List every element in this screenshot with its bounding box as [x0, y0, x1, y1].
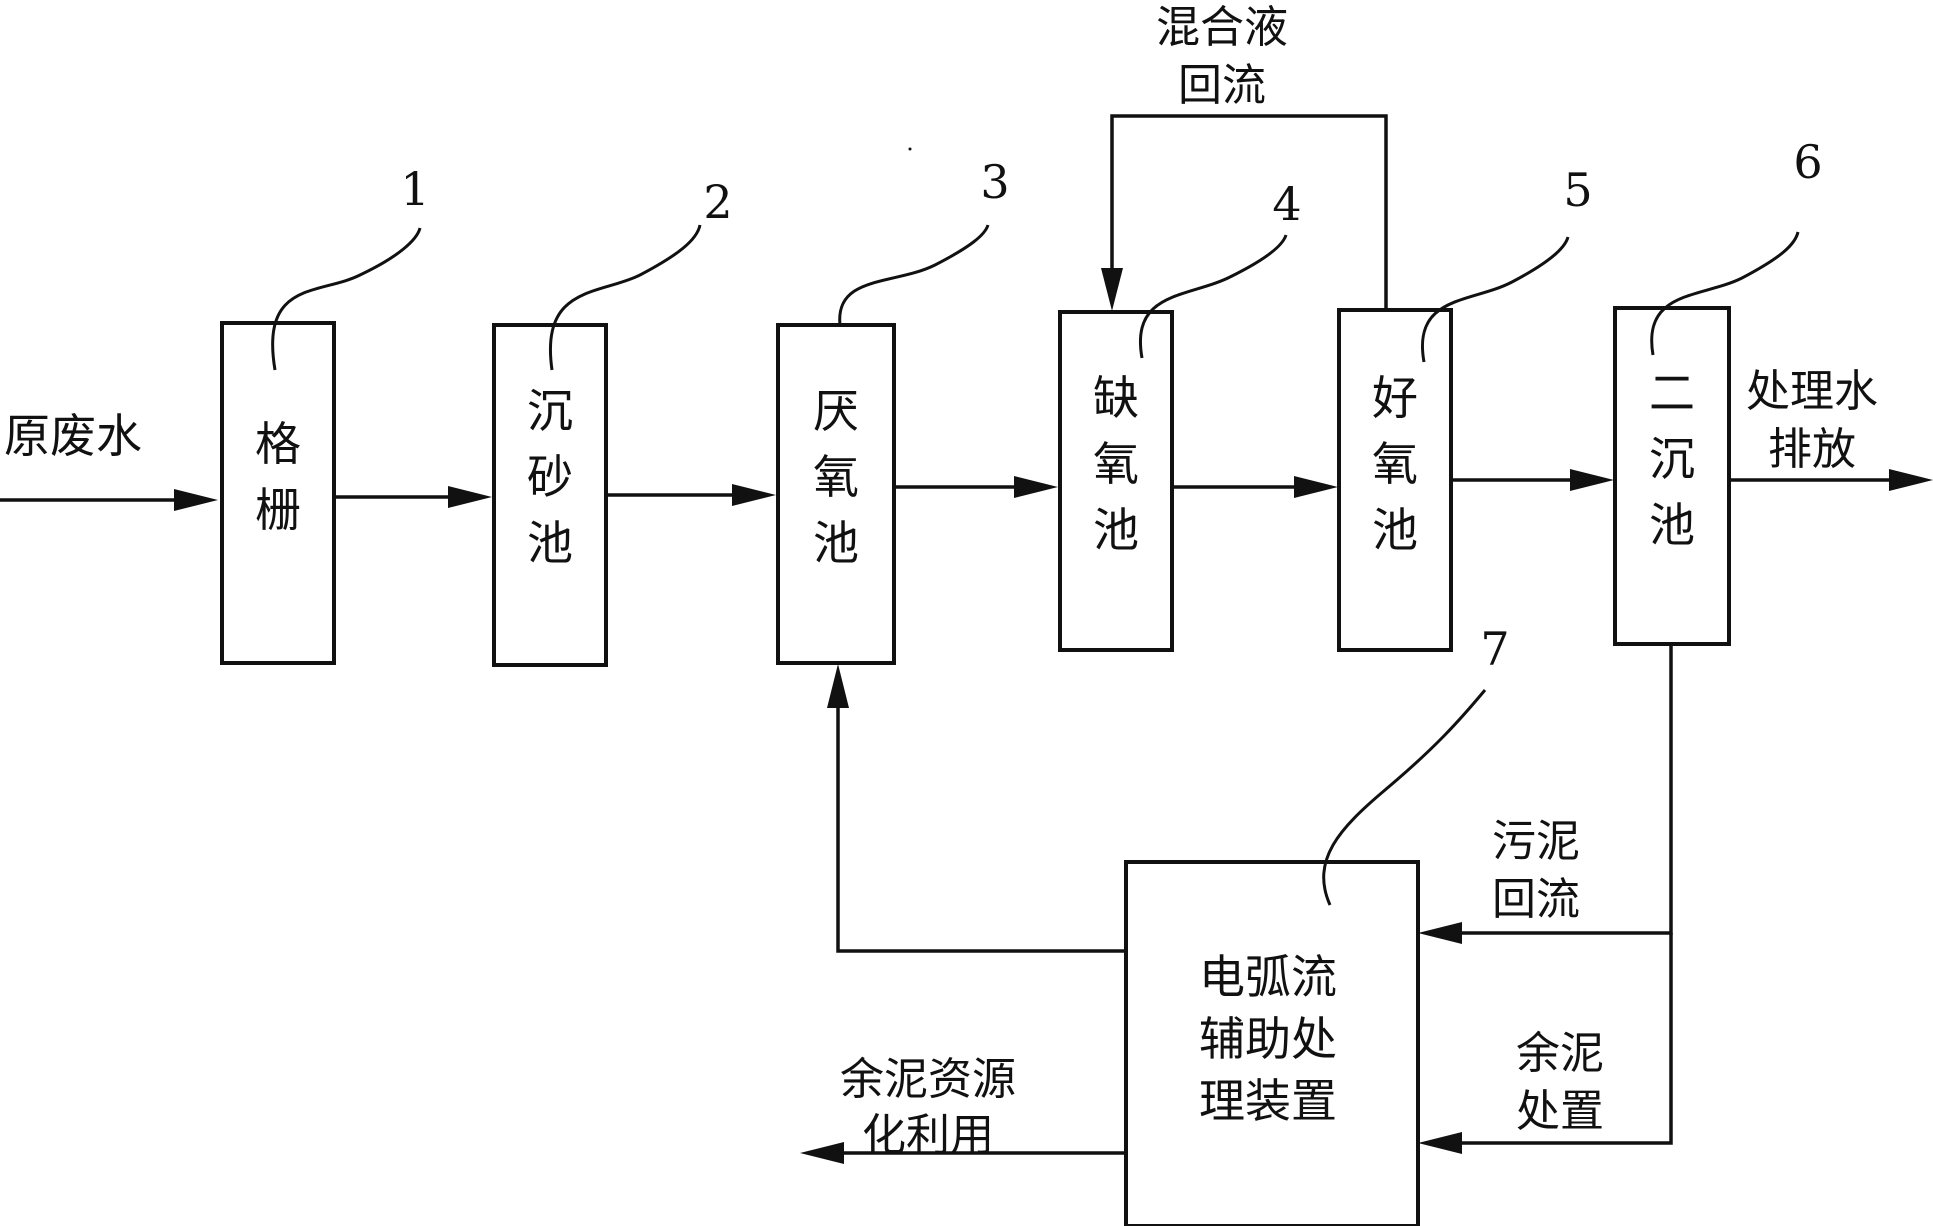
unit-grit-chamber: 沉砂池: [492, 323, 608, 667]
sludge-return-label-line1: 污泥: [1492, 816, 1580, 867]
stray-dot: [908, 147, 912, 151]
callout-number-7: 7: [1480, 622, 1509, 676]
unit-label-char: 砂: [527, 450, 573, 504]
treated-water-label-line1: 处理水: [1746, 366, 1878, 417]
sludge-reuse-label-line1: 余泥资源: [840, 1054, 1016, 1105]
arrowhead-treated-sludge-return: [827, 664, 849, 708]
unit-label-char: 好: [1372, 371, 1418, 425]
leader-5: [1420, 236, 1570, 363]
callout-number-3: 3: [980, 155, 1009, 209]
anaerobic-tank-label: 厌氧池: [813, 384, 859, 570]
treated-sludge-return-line: [836, 696, 1126, 953]
callout-number-2: 2: [703, 175, 732, 229]
unit-label-char: 池: [527, 516, 573, 570]
excess-sludge-label-line2: 处置: [1516, 1086, 1604, 1137]
excess-sludge-label-line1: 余泥: [1516, 1028, 1604, 1079]
arc-flow-device-label-row: 辅助处: [1199, 1012, 1337, 1066]
callout-number-1: 1: [400, 162, 429, 216]
sludge-reuse-label-line2: 化利用: [862, 1110, 994, 1161]
unit-label-char: 沉: [1649, 432, 1695, 486]
sludge-lines: [800, 644, 1673, 1164]
callout-numbers: 1 2 3 4 5 6 7: [400, 135, 1822, 676]
leader-6: [1650, 231, 1800, 356]
unit-arc-flow-device: 电弧流辅助处理装置: [1124, 860, 1420, 1226]
leader-4: [1138, 234, 1288, 359]
unit-label-char: 厌: [813, 384, 859, 438]
arrowhead-sludge-return: [1418, 922, 1462, 944]
grille-label: 格栅: [255, 417, 301, 537]
arrowhead-treated-water-out: [1889, 469, 1933, 491]
unit-secondary-clarifier: 二沉池: [1613, 306, 1731, 646]
leader-7: [1322, 689, 1487, 906]
unit-label-char: 氧: [1093, 437, 1139, 491]
leader-2: [548, 224, 702, 371]
unit-label-char: 缺: [1093, 371, 1139, 425]
callout-number-4: 4: [1272, 177, 1301, 231]
main-flow-arrows: [0, 469, 1933, 511]
unit-label-char: 池: [813, 516, 859, 570]
unit-grille: 格栅: [220, 321, 336, 665]
arc-flow-device-label-row: 电弧流: [1199, 950, 1337, 1004]
unit-label-char: 二: [1649, 366, 1695, 420]
arrowhead-mixed-liquor-return: [1101, 268, 1123, 311]
anoxic-tank-label: 缺氧池: [1093, 371, 1139, 557]
arrowhead-grit-to-anaerobic: [732, 484, 776, 506]
anoxic-tank-box: [1058, 310, 1174, 652]
unit-label-char: 沉: [527, 384, 573, 438]
arrowhead-anoxic-to-aerobic: [1294, 476, 1338, 498]
unit-label-char: 氧: [1372, 437, 1418, 491]
unit-label-char: 氧: [813, 450, 859, 504]
unit-anaerobic-tank: 厌氧池: [776, 323, 896, 665]
leader-1: [271, 227, 422, 371]
arc-flow-device-box: [1124, 860, 1420, 1226]
unit-label-char: 池: [1372, 503, 1418, 557]
callout-leaders: [271, 224, 1800, 906]
arrowhead-aerobic-to-clarifier: [1570, 469, 1614, 491]
arrowhead-sludge-reuse: [800, 1142, 844, 1164]
raw-water-label: 原废水: [4, 409, 142, 463]
leader-3: [838, 224, 990, 326]
unit-label-char: 栅: [255, 483, 301, 537]
grit-chamber-box: [492, 323, 608, 667]
excess-sludge-line: [1448, 933, 1673, 1145]
grit-chamber-label: 沉砂池: [527, 384, 573, 570]
secondary-clarifier-label: 二沉池: [1649, 366, 1695, 552]
arrowhead-excess-sludge: [1418, 1132, 1462, 1154]
aerobic-tank-label: 好氧池: [1372, 371, 1418, 557]
callout-number-5: 5: [1563, 163, 1592, 217]
treated-water-label-line2: 排放: [1768, 424, 1856, 475]
unit-aerobic-tank: 好氧池: [1337, 308, 1453, 652]
anaerobic-tank-box: [776, 323, 896, 665]
arrowhead-grille-to-grit: [448, 486, 492, 508]
mixed-liquor-return-line: [1101, 114, 1388, 311]
callout-number-6: 6: [1793, 135, 1822, 189]
unit-label-char: 格: [255, 417, 301, 471]
secondary-clarifier-box: [1613, 306, 1731, 646]
arc-flow-device-label: 电弧流辅助处理装置: [1199, 950, 1337, 1128]
unit-label-char: 池: [1093, 503, 1139, 557]
mixed-liquor-return-label-line2: 回流: [1178, 60, 1266, 111]
flow-labels: 原废水 混合液 回流 处理水 排放 污泥 回流 余泥 处置 余泥资源 化利用: [4, 2, 1878, 1161]
grille-box: [220, 321, 336, 665]
unit-label-char: 池: [1649, 498, 1695, 552]
aerobic-tank-box: [1337, 308, 1453, 652]
arc-flow-device-label-row: 理装置: [1199, 1074, 1337, 1128]
arrowhead-anaerobic-to-anoxic: [1014, 476, 1058, 498]
mixed-liquor-return-label-line1: 混合液: [1156, 2, 1288, 53]
unit-anoxic-tank: 缺氧池: [1058, 310, 1174, 652]
arrowhead-raw-to-grille: [174, 489, 218, 511]
sludge-return-label-line2: 回流: [1492, 874, 1580, 925]
